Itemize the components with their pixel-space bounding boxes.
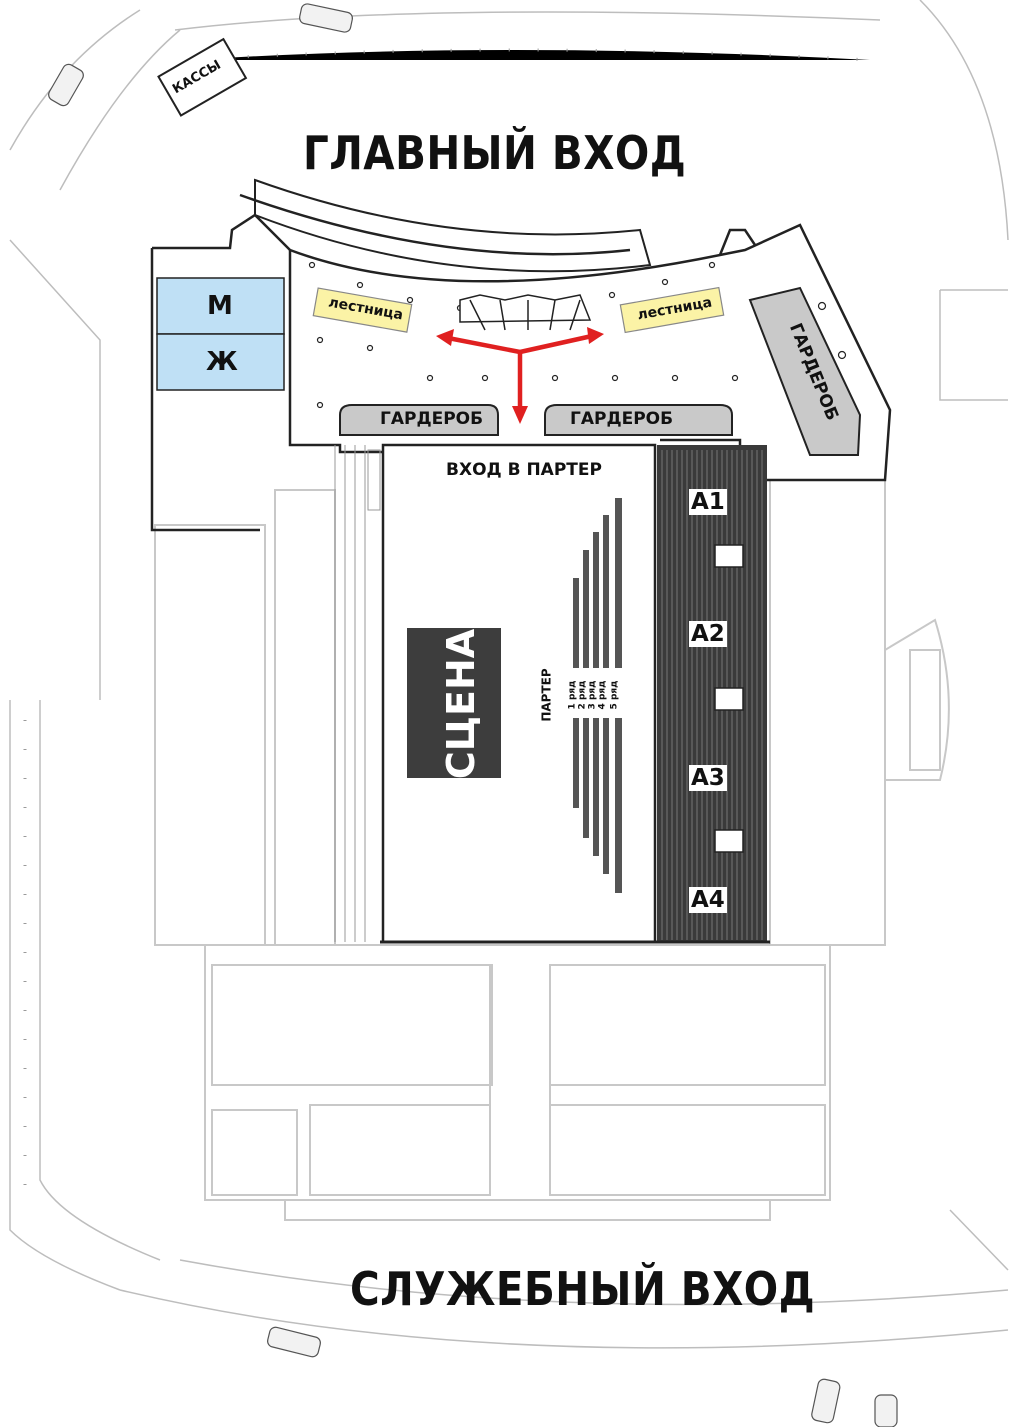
stalls-entrance-label: ВХОД В ПАРТЕР [446,460,602,480]
tribune-aisles [714,544,744,853]
sector-a2-label: А2 [689,621,727,647]
wc-women-room [156,333,285,391]
service-building [154,479,950,1221]
cloakroom-right [748,286,862,456]
row-5-label: 5 ряд [609,680,620,710]
cloakroom-center [544,404,733,436]
cloakroom-left-label: ГАРДЕРОБ [380,409,484,429]
cloakroom-left [339,404,499,436]
stage-block [407,628,501,778]
sector-a4-label: А4 [689,887,727,913]
foyer-columns [308,261,847,416]
sector-a1-label: А1 [689,489,727,515]
box-office-kiosk [157,37,248,117]
stairs-left [312,287,413,333]
main-entrance-title: ГЛАВНЫЙ ВХОД [303,126,687,180]
roads [9,0,1009,1349]
stalls-label: ПАРТЕР [539,668,554,722]
cloakroom-center-label: ГАРДЕРОБ [570,409,674,429]
wc-women-label: Ж [206,347,238,377]
direction-arrows [447,333,593,410]
stalls-rows [573,498,622,893]
tribune-seats [661,450,763,940]
service-entrance-title: СЛУЖЕБНЫЙ ВХОД [350,1262,816,1316]
row-5-wrap: 5 ряд [603,681,621,710]
road-markings [23,48,871,1200]
cars [48,3,898,1427]
sector-a3-label: А3 [689,765,727,791]
entrance-doors [459,294,592,331]
direction-arrowheads [436,327,604,424]
wc-men-label: М [207,291,233,321]
stage-label: СЦЕНА [439,628,484,780]
foyer-walls [150,178,892,532]
stairs-right [619,286,725,334]
stage-label-wrap: СЦЕНА [439,629,483,779]
stalls-label-wrap: ПАРТЕР [538,668,556,721]
hall-side-corridor [334,445,381,942]
wc-men-room [156,277,285,335]
